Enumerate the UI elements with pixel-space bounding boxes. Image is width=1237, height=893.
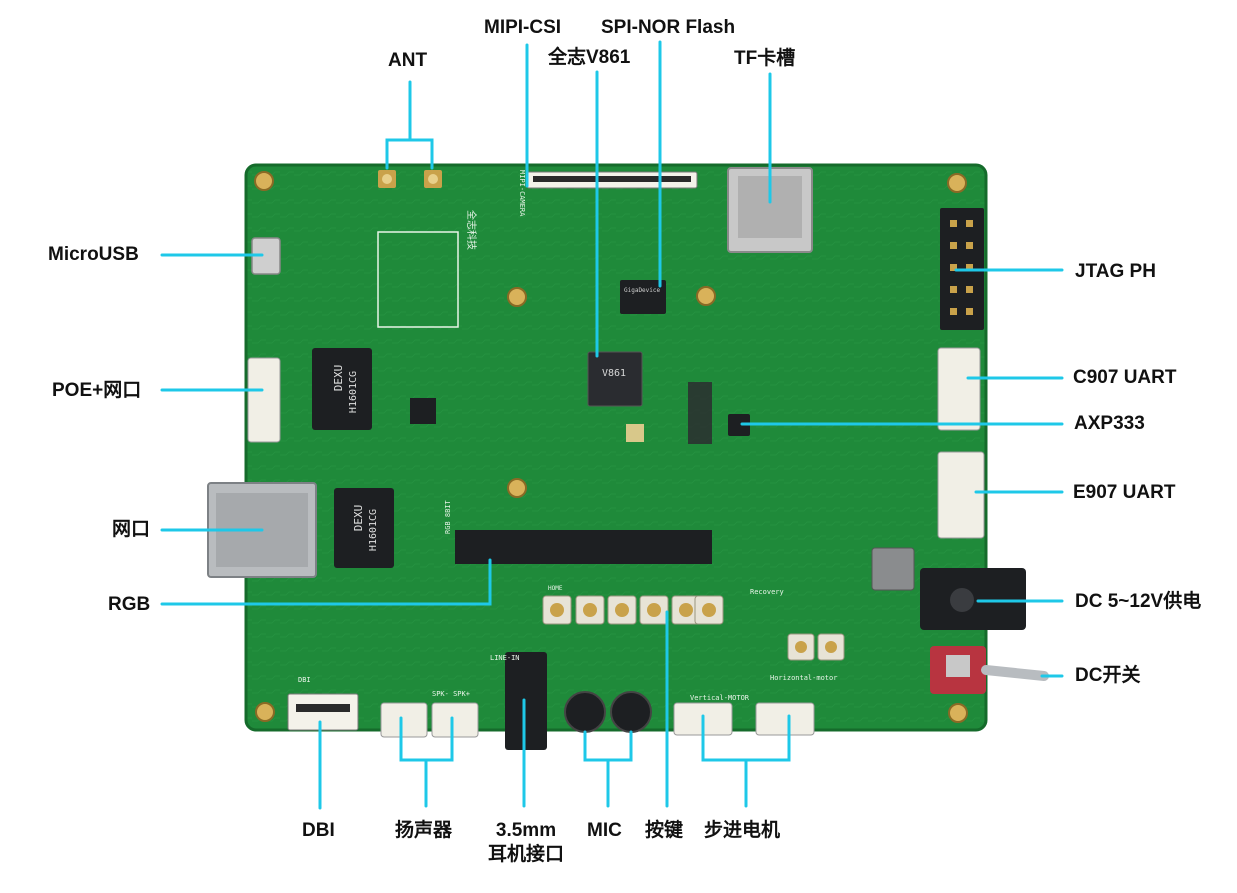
module-code-1: H1601CG (348, 371, 359, 413)
label-audio-line1: 3.5mm (495, 820, 557, 841)
label-stepper: 步进电机 (704, 820, 781, 841)
spi-flash-chip (620, 280, 666, 314)
label-poe: POE+网口 (52, 380, 142, 401)
horizontal-motor-silk: Horizontal-motor (770, 674, 837, 682)
v861-chip (587, 351, 643, 407)
label-c907: C907 UART (1073, 367, 1177, 388)
label-microusb: MicroUSB (48, 244, 139, 265)
audio-jack (505, 652, 547, 750)
label-audio-line2: 耳机接口 (487, 844, 564, 865)
c907-uart-connector (937, 347, 981, 431)
mic-right (610, 691, 652, 733)
rgb-silk: RGB 8BIT (444, 499, 452, 534)
antenna-connectors (378, 170, 442, 188)
logo-text: 全志科技 (465, 210, 478, 250)
callout-mic (583, 730, 633, 762)
line-in-silk: LINE-IN (490, 654, 520, 662)
label-dc-switch: DC开关 (1075, 665, 1141, 686)
v861-chip-marking: V861 (602, 368, 626, 379)
flash-marking: GigaDevice (624, 287, 661, 294)
inductor (871, 547, 915, 591)
jtag-pins (950, 220, 973, 315)
label-dbi: DBI (302, 820, 335, 841)
label-jtag: JTAG PH (1075, 261, 1156, 282)
label-speaker: 扬声器 (395, 820, 453, 841)
label-spi-nor: SPI-NOR Flash (601, 17, 736, 38)
speaker-connector-left (380, 702, 428, 738)
label-axp333: AXP333 (1074, 413, 1145, 434)
rgb-header (455, 530, 712, 564)
sensor-chip (626, 424, 644, 442)
label-tf: TF卡槽 (734, 48, 796, 69)
poe-connector (247, 357, 281, 443)
key-buttons (542, 595, 845, 661)
callout-lines (160, 40, 1064, 810)
label-v861: 全志V861 (548, 47, 631, 68)
horizontal-motor-connector (755, 702, 815, 736)
label-ant: ANT (388, 50, 428, 71)
mic-left (564, 691, 606, 733)
ethernet-phy-chip (410, 398, 436, 424)
axp333-chip (728, 414, 750, 436)
label-dc-power: DC 5~12V供电 (1075, 591, 1202, 612)
module-dexu-1: DEXU (332, 365, 345, 392)
label-mic: MIC (587, 820, 622, 841)
level-shifter-array (688, 382, 712, 444)
transformer-modules (312, 348, 394, 568)
mounting-holes (254, 171, 968, 723)
recovery-silk: Recovery (750, 588, 784, 596)
module-dexu-2: DEXU (352, 505, 365, 532)
pcb-edge (244, 163, 988, 732)
mipi-camera-silk: MIPI-CAMERA (518, 170, 526, 217)
wifi-module-outline (377, 231, 459, 328)
pcb-trace-texture (246, 165, 986, 730)
speaker-connector-right (431, 702, 479, 738)
label-e907: E907 UART (1073, 482, 1176, 503)
e907-uart-connector (937, 451, 985, 539)
spk-silk: SPK- SPK+ (432, 690, 470, 698)
label-rgb: RGB (108, 594, 151, 615)
dbi-silk: DBI (298, 676, 311, 684)
home-silk: HOME (548, 585, 563, 592)
module-code-2: H1601CG (368, 509, 379, 551)
label-ethernet: 网口 (112, 519, 151, 540)
label-mipi-csi: MIPI-CSI (484, 17, 562, 38)
vertical-motor-silk: Vertical-MOTOR (690, 694, 750, 702)
callout-rgb (160, 558, 492, 606)
label-keys: 按键 (645, 820, 684, 841)
